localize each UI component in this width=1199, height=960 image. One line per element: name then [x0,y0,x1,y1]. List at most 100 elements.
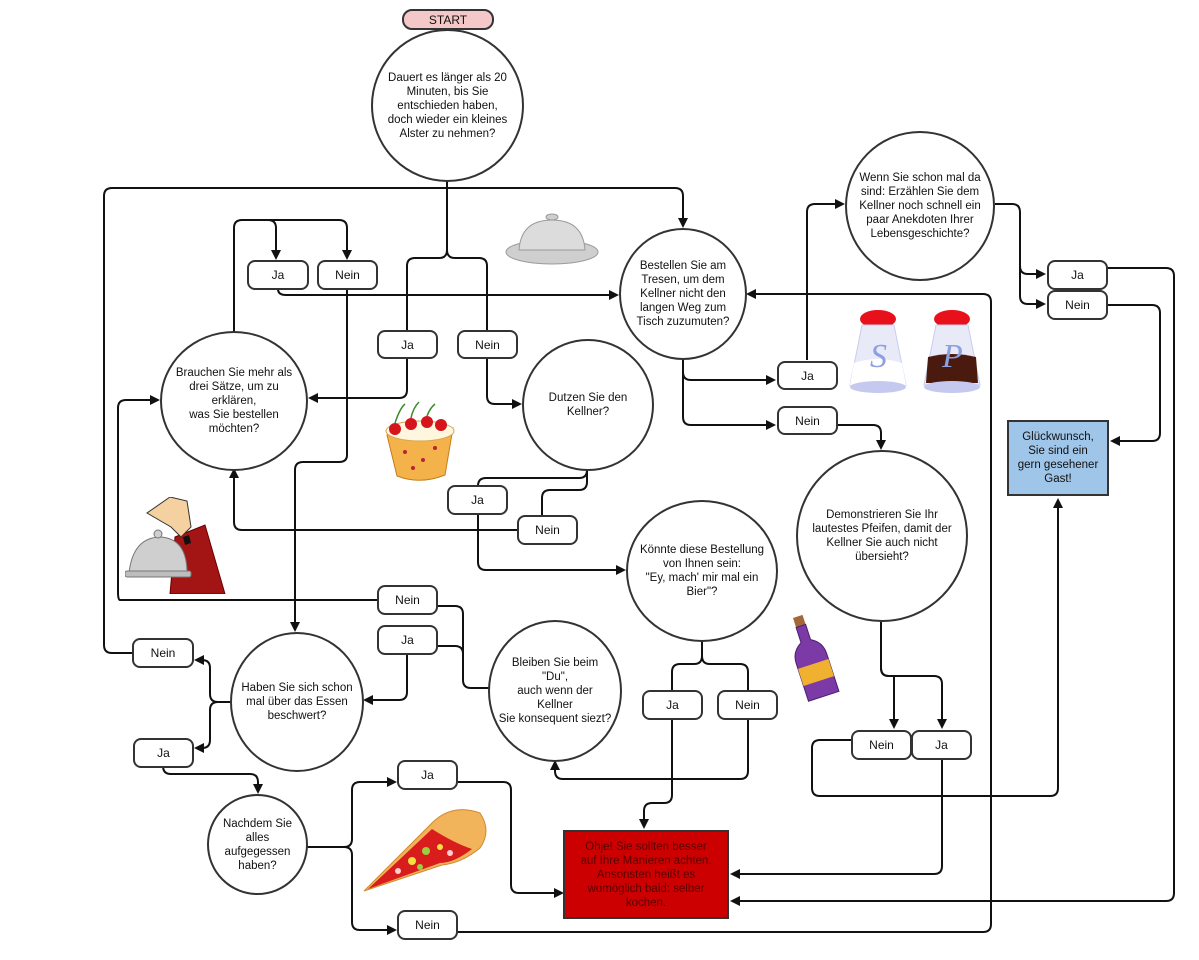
answer-eaten-no[interactable]: Nein [397,910,458,940]
answer-label: Nein [150,646,176,660]
question-alster[interactable]: Dauert es länger als 20 Minuten, bis Sie… [371,29,524,182]
outcome-failure-text: Ohje! Sie sollten besser auf Ihre Manier… [580,840,712,909]
connector [838,424,886,450]
answer-stay-du-yes[interactable]: Ja [377,625,438,655]
answer-anecdotes-yes[interactable]: Ja [1047,260,1108,290]
connector [343,846,397,935]
answer-anecdotes-no[interactable]: Nein [1047,290,1108,320]
connector [880,667,947,729]
question-du-waiter-text: Dutzen Sie den Kellner? [548,392,628,418]
answer-label: Ja [666,698,679,712]
connector [639,720,673,829]
question-stay-du-text: Bleiben Sie beim "Du", auch wenn der Kel… [498,657,612,725]
answer-whistle-yes[interactable]: Ja [911,730,972,760]
answer-beer-no[interactable]: Nein [717,690,778,720]
question-beer-order[interactable]: Könnte diese Bestellung von Ihnen sein: … [626,500,778,642]
connector [363,654,408,705]
pizza-slice-icon [363,809,487,892]
answer-sentences-yes[interactable]: Ja [247,260,309,290]
answer-label: Nein [735,698,760,712]
answer-stay-du-no[interactable]: Nein [377,585,438,615]
outcome-success-text: Glückwunsch, Sie sind ein gern gesehener… [1017,431,1099,485]
answer-alster-no[interactable]: Nein [457,330,518,359]
connector [811,498,1063,797]
connector [477,515,626,575]
question-eaten-all[interactable]: Nachdem Sie alles aufgegessen haben? [207,794,308,895]
question-whistle-text: Demonstrieren Sie Ihr lautestes Pfeifen,… [812,509,952,563]
waiter-icon [125,497,226,594]
answer-label: Nein [795,413,820,428]
question-order-at-counter[interactable]: Bestellen Sie am Tresen, um dem Kellner … [619,228,747,360]
question-complain-food[interactable]: Haben Sie sich schon mal über das Essen … [230,632,364,772]
answer-beer-yes[interactable]: Ja [642,690,703,720]
answer-counter-yes[interactable]: Ja [777,361,838,390]
question-eaten-all-text: Nachdem Sie alles aufgegessen haben? [222,817,293,872]
question-anecdotes-text: Wenn Sie schon mal da sind: Erzählen Sie… [859,172,981,240]
answer-label: Nein [475,337,500,352]
outcome-failure[interactable]: Ohje! Sie sollten besser auf Ihre Manier… [563,830,729,919]
connector [308,358,408,403]
answer-label: Nein [335,268,360,282]
connector [477,469,588,487]
salt-shaker-icon: S [849,310,907,393]
wine-bottle-icon [793,614,840,702]
connector [437,645,464,655]
answer-label: Ja [421,768,434,782]
connector [194,655,230,703]
answer-du-no[interactable]: Nein [517,515,578,545]
svg-text:P: P [941,338,963,375]
answer-label: Nein [535,523,560,537]
answer-counter-no[interactable]: Nein [777,406,838,435]
answer-alster-yes[interactable]: Ja [377,330,438,359]
connector [671,640,703,690]
connector [806,199,845,360]
start-label: START [428,12,468,27]
answer-whistle-no[interactable]: Nein [851,730,912,760]
connector [682,360,776,385]
connector [730,760,943,879]
connector [233,219,281,332]
question-beer-order-text: Könnte diese Bestellung von Ihnen sein: … [639,544,765,598]
answer-label: Ja [401,337,414,352]
answer-du-yes[interactable]: Ja [447,485,508,515]
answer-eaten-yes[interactable]: Ja [397,760,458,790]
connector [730,267,1175,906]
connector [701,655,749,690]
connector [437,605,489,689]
connector [458,781,564,898]
connector [406,180,448,332]
question-du-waiter[interactable]: Dutzen Sie den Kellner? [522,339,654,471]
connector [117,395,380,601]
question-whistle[interactable]: Demonstrieren Sie Ihr lautestes Pfeifen,… [796,450,968,622]
connector [194,701,219,753]
answer-complain-yes[interactable]: Ja [133,738,194,768]
answer-label: Nein [415,918,440,932]
connector [541,470,588,516]
question-order-at-counter-text: Bestellen Sie am Tresen, um dem Kellner … [636,260,730,328]
connector [446,249,488,332]
outcome-success[interactable]: Glückwunsch, Sie sind ein gern gesehener… [1007,420,1109,496]
connector [458,289,992,933]
answer-label: Ja [1071,268,1084,282]
connector [682,372,776,430]
answer-label: Ja [935,738,948,752]
answer-label: Ja [471,493,484,507]
question-three-sentences-text: Brauchen Sie mehr als drei Sätze, um zu … [175,367,293,435]
connector [1107,304,1161,446]
connector [277,288,619,300]
connector [550,720,749,780]
connector [995,203,1046,279]
question-anecdotes[interactable]: Wenn Sie schon mal da sind: Erzählen Sie… [845,131,995,281]
connector [268,219,352,260]
cake-icon [385,401,455,481]
cloche-icon [505,213,599,265]
answer-complain-no[interactable]: Nein [132,638,194,668]
answer-label: Nein [395,593,420,607]
answer-label: Nein [1065,298,1090,312]
start-node[interactable]: START [402,9,494,30]
question-stay-du[interactable]: Bleiben Sie beim "Du", auch wenn der Kel… [488,620,622,762]
answer-sentences-no[interactable]: Nein [317,260,378,290]
question-alster-text: Dauert es länger als 20 Minuten, bis Sie… [387,71,508,140]
question-three-sentences[interactable]: Brauchen Sie mehr als drei Sätze, um zu … [160,331,308,471]
